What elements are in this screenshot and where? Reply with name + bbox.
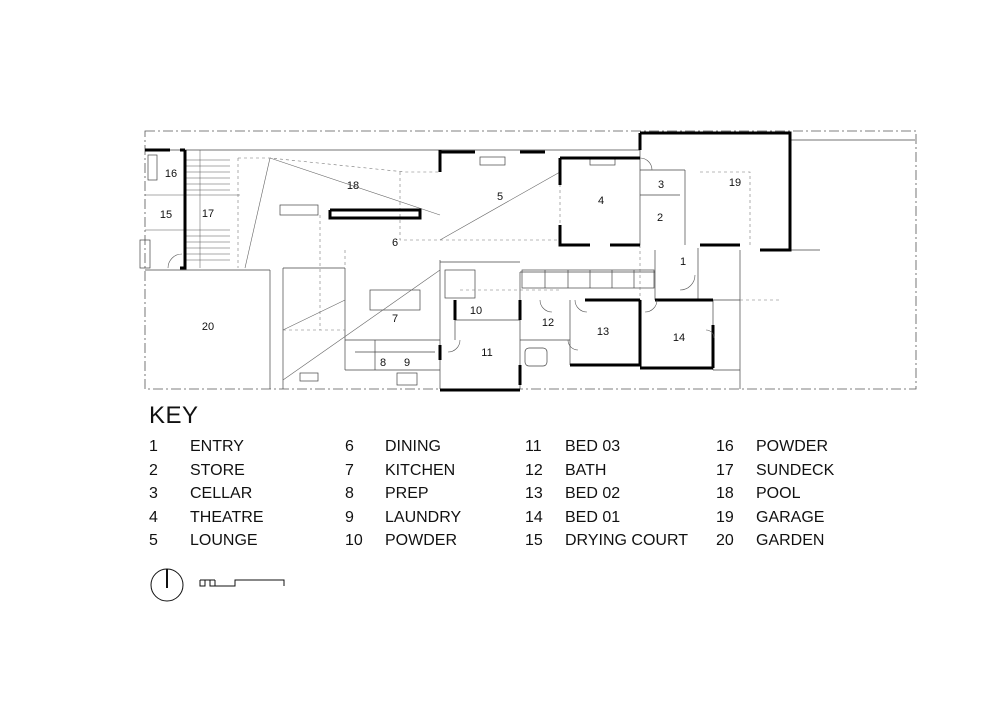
key-number: 12 xyxy=(525,461,543,479)
key-room-name: DINING xyxy=(385,438,441,455)
key-room-name: GARAGE xyxy=(756,508,825,526)
site-boundary xyxy=(144,130,917,390)
key-row: 15 DRYING COURT xyxy=(525,531,688,555)
key-room-name: CELLAR xyxy=(190,485,253,502)
key-room-name: BED 02 xyxy=(565,485,621,502)
key-number: 18 xyxy=(716,485,734,502)
room-label-garden: 20 xyxy=(202,321,214,333)
overhead-lines xyxy=(237,157,780,331)
sundeck-stairs xyxy=(145,150,240,268)
key-room-name: DRYING COURT xyxy=(565,532,688,549)
key-row: 8 PREP xyxy=(345,484,461,508)
key-number: 2 xyxy=(149,461,158,479)
key-room-name: GARDEN xyxy=(756,532,825,549)
key-row: 3 CELLAR xyxy=(149,484,263,508)
key-room-name: BED 03 xyxy=(565,438,621,455)
key-column-1: 1 ENTRY 2 STORE 3 CELLAR 4 THEATRE 5 LOUNGE xyxy=(149,437,263,555)
room-label-laundry: 9 xyxy=(404,357,410,369)
key-row: 1 ENTRY xyxy=(149,437,263,461)
room-label-bed-03: 11 xyxy=(481,347,492,359)
room-label-powder-10: 10 xyxy=(470,305,482,317)
room-label-prep: 8 xyxy=(380,357,386,369)
room-label-bed-02: 13 xyxy=(597,326,609,338)
room-label-cellar: 3 xyxy=(658,179,664,191)
room-label-garage: 19 xyxy=(729,177,741,189)
key-room-name: LOUNGE xyxy=(190,532,258,549)
key-room-name: LAUNDRY xyxy=(385,508,462,526)
key-number: 16 xyxy=(716,438,734,455)
door-swings xyxy=(167,157,715,353)
key-room-name: KITCHEN xyxy=(385,461,456,479)
key-row: 7 KITCHEN xyxy=(345,461,461,485)
void-diagonals xyxy=(244,157,561,381)
room-label-bed-01: 14 xyxy=(673,332,685,344)
key-number: 6 xyxy=(345,438,354,455)
thin-walls xyxy=(139,139,915,389)
key-row: 5 LOUNGE xyxy=(149,531,263,555)
key-number: 19 xyxy=(716,508,734,526)
key-row: 18 POOL xyxy=(716,484,834,508)
north-arrow-icon xyxy=(150,568,184,602)
key-room-name: THEATRE xyxy=(190,508,264,526)
key-number: 11 xyxy=(525,438,542,455)
key-row: 17 SUNDECK xyxy=(716,461,834,485)
key-room-name: POWDER xyxy=(756,438,828,455)
key-row: 4 THEATRE xyxy=(149,508,263,532)
key-number: 17 xyxy=(716,461,734,479)
key-row: 6 DINING xyxy=(345,437,461,461)
room-label-sundeck: 17 xyxy=(202,208,214,220)
key-row: 12 BATH xyxy=(525,461,688,485)
room-labels: 1 2 3 4 5 6 7 8 9 10 11 12 13 14 15 16 1… xyxy=(160,168,741,369)
key-room-name: POWDER xyxy=(385,532,457,549)
room-label-pool: 18 xyxy=(347,180,359,192)
room-label-kitchen: 7 xyxy=(392,313,398,325)
key-number: 14 xyxy=(525,508,543,526)
key-column-2: 6 DINING 7 KITCHEN 8 PREP 9 LAUNDRY 10 POWDER xyxy=(345,437,461,555)
key-room-name: POOL xyxy=(756,485,801,502)
room-label-store: 2 xyxy=(657,212,663,224)
key-number: 1 xyxy=(149,438,158,455)
key-title: KEY xyxy=(149,402,199,429)
key-room-name: ENTRY xyxy=(190,438,244,455)
key-number: 10 xyxy=(345,532,363,549)
structural-walls xyxy=(145,131,792,392)
key-room-name: BED 01 xyxy=(565,508,621,526)
key-row: 13 BED 02 xyxy=(525,484,688,508)
key-row: 9 LAUNDRY xyxy=(345,508,461,532)
key-column-4: 16 POWDER 17 SUNDECK 18 POOL 19 GARAGE 20 GAR… xyxy=(716,437,834,555)
key-number: 3 xyxy=(149,485,158,502)
floor-plan: 1 2 3 4 5 6 7 8 9 10 11 12 13 14 15 16 1… xyxy=(139,130,917,392)
key-column-3: 11 BED 03 12 BATH 13 BED 02 14 BED 01 15 DRYI… xyxy=(525,437,688,555)
key-row: 11 BED 03 xyxy=(525,437,688,461)
room-label-dining: 6 xyxy=(392,237,398,249)
key-number: 15 xyxy=(525,532,543,549)
key-room-name: SUNDECK xyxy=(756,461,835,479)
room-label-drying-court: 15 xyxy=(160,209,172,221)
legend-graphics xyxy=(150,568,285,602)
key-row: 10 POWDER xyxy=(345,531,461,555)
room-label-entry: 1 xyxy=(680,256,686,268)
key-room-name: STORE xyxy=(190,461,245,479)
key-number: 9 xyxy=(345,508,354,526)
key-room-name: BATH xyxy=(565,461,607,479)
key-number: 20 xyxy=(716,532,734,549)
room-label-powder-16: 16 xyxy=(165,168,177,180)
key-number: 13 xyxy=(525,485,543,502)
key-row: 19 GARAGE xyxy=(716,508,834,532)
key-row: 16 POWDER xyxy=(716,437,834,461)
key-number: 7 xyxy=(345,461,354,479)
room-label-bath: 12 xyxy=(542,317,554,329)
room-label-theatre: 4 xyxy=(598,195,604,207)
room-label-lounge: 5 xyxy=(497,191,503,203)
key-number: 4 xyxy=(149,508,158,526)
key-number: 5 xyxy=(149,532,158,549)
key-room-name: PREP xyxy=(385,485,429,502)
key-row: 14 BED 01 xyxy=(525,508,688,532)
key-row: 20 GARDEN xyxy=(716,531,834,555)
key-row: 2 STORE xyxy=(149,461,263,485)
key-number: 8 xyxy=(345,485,354,502)
scale-bar-icon xyxy=(199,579,285,587)
